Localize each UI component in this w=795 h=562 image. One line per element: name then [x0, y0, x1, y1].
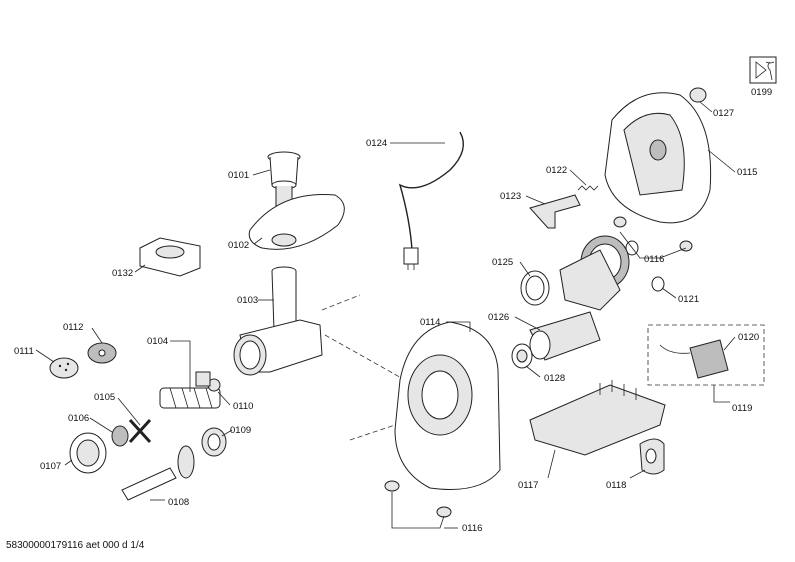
part-0105 — [128, 418, 152, 444]
label-0120: 0120 — [738, 332, 759, 343]
part-0103 — [271, 266, 297, 331]
part-0115 — [604, 92, 712, 224]
part-0107 — [69, 432, 107, 474]
label-0111: 0111 — [14, 346, 34, 357]
label-0110: 0110 — [233, 401, 253, 412]
label-0103: 0103 — [237, 295, 258, 306]
label-0116-bottom: 0116 — [462, 523, 482, 534]
label-0121: 0121 — [678, 294, 699, 305]
label-0101: 0101 — [228, 170, 249, 181]
footer-code: 58300000179116 aet 000 d 1/4 — [6, 540, 145, 551]
part-0126 — [529, 311, 601, 361]
label-0128: 0128 — [544, 373, 565, 384]
label-0117: 0117 — [518, 480, 538, 491]
part-0124 — [398, 131, 464, 270]
label-0119: 0119 — [732, 403, 752, 414]
part-0116-feet-top — [613, 216, 693, 252]
part-0102 — [248, 193, 345, 250]
label-0107: 0107 — [40, 461, 61, 472]
label-0126: 0126 — [488, 312, 509, 323]
part-0106 — [111, 425, 129, 447]
label-0112: 0112 — [63, 322, 83, 333]
part-0120 — [647, 324, 765, 386]
label-0124: 0124 — [366, 138, 387, 149]
label-0105: 0105 — [94, 392, 115, 403]
label-0115: 0115 — [737, 167, 757, 178]
label-0116-top: 0116 — [644, 254, 664, 265]
label-0122: 0122 — [546, 165, 567, 176]
part-0121 — [625, 240, 665, 292]
label-0125: 0125 — [492, 257, 513, 268]
assembly-line — [324, 334, 406, 381]
assembly-line — [321, 294, 361, 311]
part-0104 — [159, 378, 221, 409]
part-0125 — [520, 270, 550, 306]
label-0104: 0104 — [147, 336, 168, 347]
label-0118: 0118 — [606, 480, 626, 491]
label-0132: 0132 — [112, 268, 133, 279]
label-0106: 0106 — [68, 413, 89, 424]
label-0114: 0114 — [420, 317, 440, 328]
label-0108: 0108 — [168, 497, 189, 508]
part-0108 — [121, 445, 195, 501]
label-0109: 0109 — [230, 425, 251, 436]
part-0123 — [529, 194, 581, 229]
assembly-line — [349, 424, 396, 441]
part-0127 — [689, 87, 707, 103]
leader-lines — [35, 101, 736, 529]
label-0123: 0123 — [500, 191, 521, 202]
part-0132 — [139, 237, 201, 277]
wrench-icon — [749, 56, 777, 84]
part-0109 — [201, 427, 227, 457]
part-0114 — [394, 321, 501, 491]
part-0110 — [195, 371, 211, 387]
label-0102: 0102 — [228, 240, 249, 251]
part-motor — [559, 235, 630, 311]
part-0122 — [577, 185, 599, 191]
part-0111 — [49, 357, 79, 379]
label-0199: 0199 — [751, 87, 772, 98]
part-mincer-housing — [233, 319, 323, 376]
part-0118 — [639, 438, 665, 475]
part-0117 — [529, 380, 666, 456]
part-0128 — [511, 343, 533, 369]
label-0127: 0127 — [713, 108, 734, 119]
part-0112 — [87, 342, 117, 364]
